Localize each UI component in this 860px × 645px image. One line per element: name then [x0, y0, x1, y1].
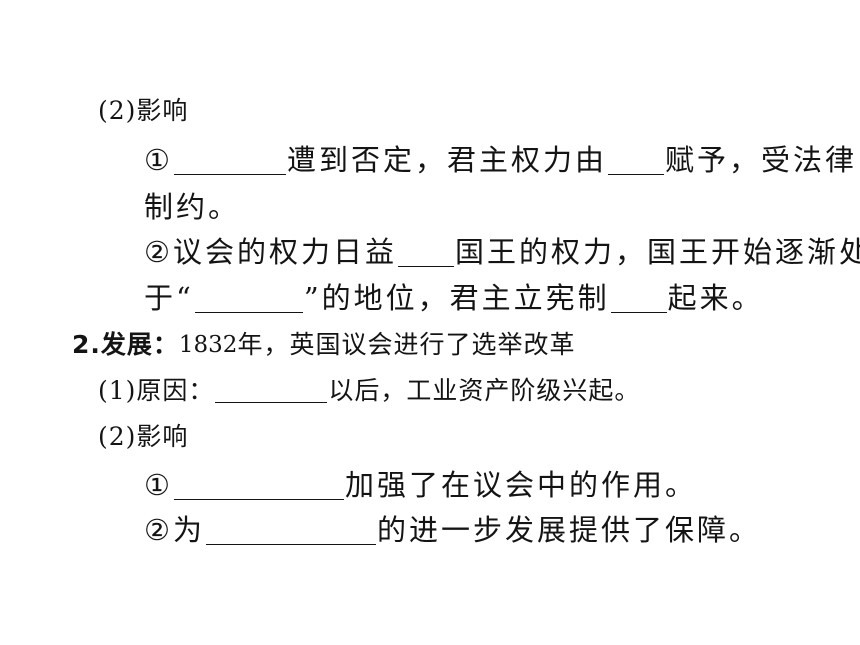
item-text: 议会的权力日益 [173, 235, 398, 269]
impact-heading-2: (2)影响 [98, 424, 188, 449]
item-text: ”的地位，君主立宪制 [303, 281, 610, 315]
item-text: 加强了在议会中的作用。 [345, 468, 698, 502]
item-text: 遭到否定，君主权力由 [287, 143, 608, 177]
cause-label: (1)原因： [98, 376, 215, 405]
item-marker: ② [144, 235, 173, 269]
impact-item-1-line-1: ① 遭到否定，君主权力由 赋予，受法律 [144, 146, 857, 175]
item-marker: ① [144, 468, 173, 502]
item-marker: ① [144, 143, 173, 177]
year: 1832 [178, 332, 238, 358]
impact-heading: (2)影响 [98, 98, 188, 123]
section-2-title: 2.发展： [72, 330, 179, 359]
impact-item-2-line-1: ② 议会的权力日益 国王的权力，国王开始逐渐处 [144, 238, 860, 267]
item-text: 为 [173, 513, 206, 547]
impact-item-2-line-2: 于“ ”的地位，君主立宪制 起来。 [144, 284, 764, 313]
impact-2-item-2: ② 为 的进一步发展提供了保障。 [144, 516, 761, 545]
impact-label: (2)影响 [98, 422, 189, 451]
item-text: 于“ [144, 281, 194, 315]
fill-in-blank[interactable] [398, 242, 455, 267]
item-text: 制约。 [144, 190, 241, 224]
item-text: 的进一步发展提供了保障。 [377, 513, 762, 547]
section-2-heading: 2.发展： 1832 年，英国议会进行了选举改革 [72, 332, 575, 357]
impact-item-1-line-2: 制约。 [144, 193, 240, 222]
fill-in-blank[interactable] [194, 288, 303, 313]
fill-in-blank[interactable] [174, 150, 286, 175]
item-text: 起来。 [667, 281, 764, 315]
impact-2-item-1: ① 加强了在议会中的作用。 [144, 471, 697, 500]
fill-in-blank[interactable] [206, 520, 377, 545]
fill-in-blank[interactable] [608, 150, 665, 175]
item-marker: ② [144, 513, 173, 547]
impact-label: (2)影响 [98, 96, 189, 125]
item-text: 赋予，受法律 [665, 143, 858, 177]
fill-in-blank[interactable] [215, 378, 328, 403]
fill-in-blank[interactable] [610, 288, 667, 313]
fill-in-blank[interactable] [174, 475, 344, 500]
section-2-heading-text: 年，英国议会进行了选举改革 [237, 330, 576, 359]
cause-text: 以后，工业资产阶级兴起。 [328, 376, 641, 405]
item-text: 国王的权力，国王开始逐渐处 [455, 235, 860, 269]
cause-line: (1)原因： 以后，工业资产阶级兴起。 [98, 378, 640, 403]
